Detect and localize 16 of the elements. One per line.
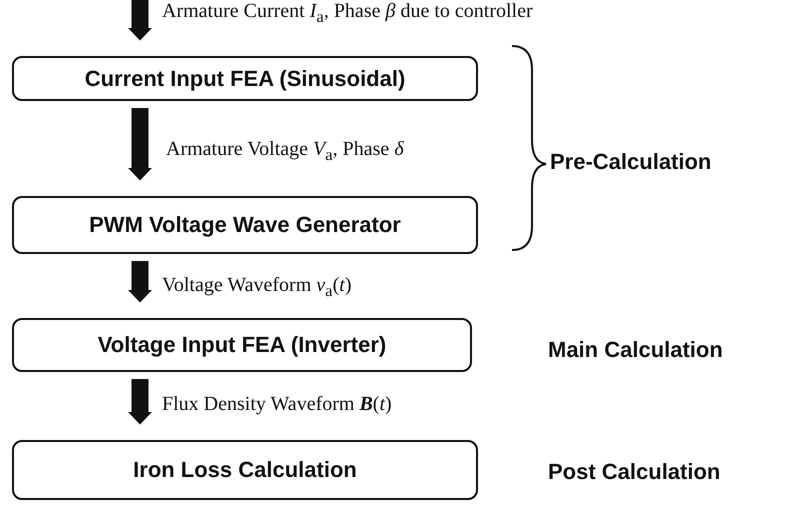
process-box (12, 56, 478, 101)
box-label: Voltage Input FEA (Inverter) (98, 332, 386, 358)
block-arrow (128, 379, 152, 425)
edge-label: Flux Density Waveform B(t) (162, 393, 392, 416)
process-box (12, 318, 472, 372)
box-label: PWM Voltage Wave Generator (89, 212, 401, 238)
block-arrow (128, 261, 152, 303)
process-box (12, 196, 478, 254)
stage-label: Main Calculation (548, 337, 723, 363)
process-box (12, 440, 478, 500)
block-arrow (128, 108, 152, 181)
box-label: Current Input FEA (Sinusoidal) (84, 66, 406, 92)
block-arrow (128, 0, 152, 41)
box-label: Iron Loss Calculation (133, 457, 357, 483)
stage-label: Post Calculation (548, 459, 720, 485)
stage-label: Pre-Calculation (550, 149, 712, 175)
